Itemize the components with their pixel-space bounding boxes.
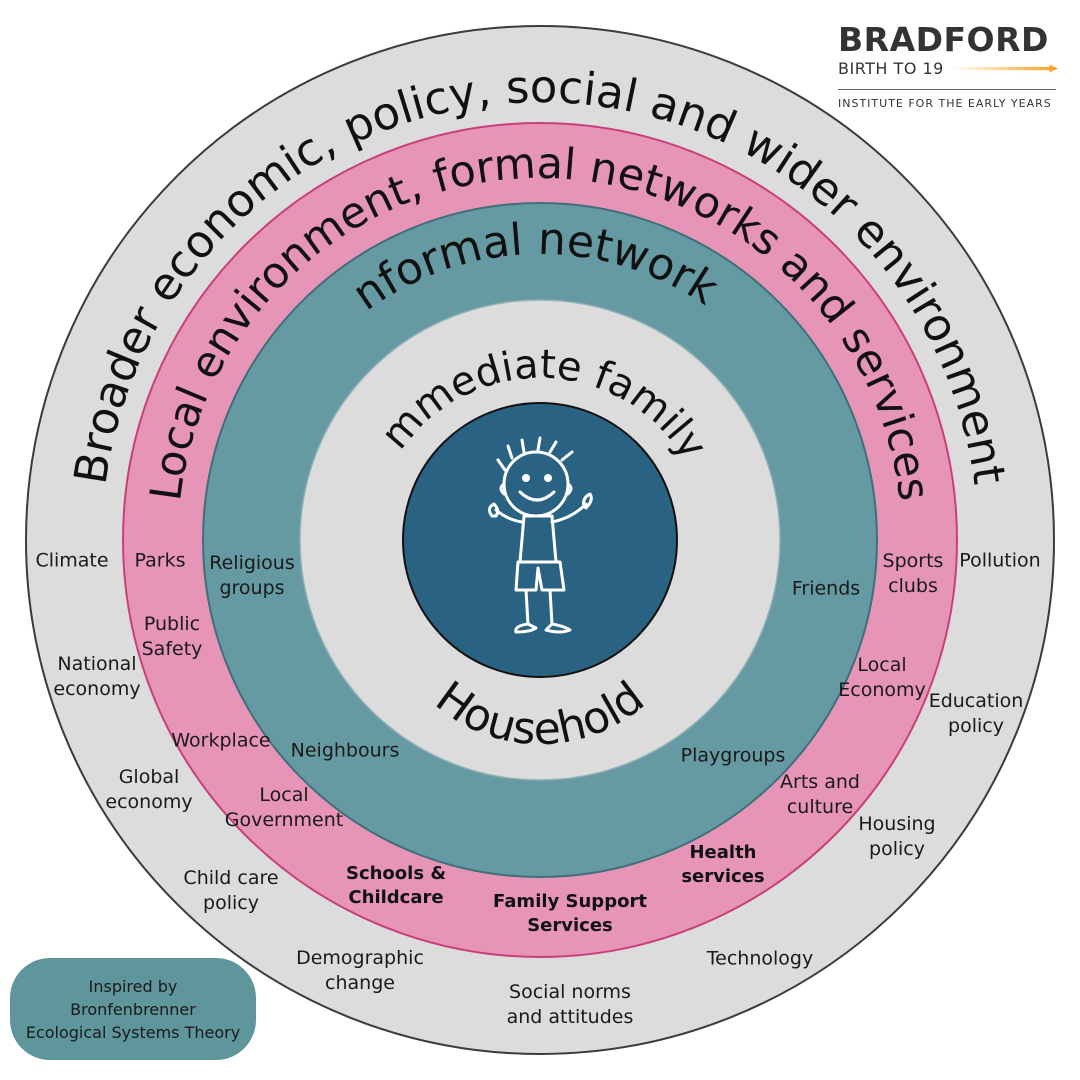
logo-divider	[838, 89, 1056, 90]
label-local-economy: Local Economy	[832, 653, 932, 703]
logo-institute: INSTITUTE FOR THE EARLY YEARS	[838, 97, 1058, 110]
inspired-by-badge: Inspired by Bronfenbrenner Ecological Sy…	[10, 958, 256, 1060]
label-education-policy: Education policy	[921, 689, 1031, 739]
label-local-government: Local Government	[219, 783, 349, 833]
label-family-support-services: Family Support Services	[485, 890, 655, 938]
label-parks: Parks	[135, 549, 186, 574]
label-social-norms: Social norms and attitudes	[500, 980, 640, 1030]
inspired-line-1: Inspired by	[89, 975, 178, 998]
label-sports-clubs: Sports clubs	[873, 549, 953, 599]
label-schools-childcare: Schools & Childcare	[341, 862, 451, 910]
inspired-line-3: Ecological Systems Theory	[26, 1021, 240, 1044]
label-pollution: Pollution	[959, 549, 1040, 574]
label-playgroups: Playgroups	[681, 744, 786, 769]
inspired-line-2: Bronfenbrenner	[70, 998, 196, 1021]
label-health-services: Health services	[678, 841, 768, 889]
label-national-economy: National economy	[47, 652, 147, 702]
label-arts-and-culture: Arts and culture	[770, 770, 870, 820]
label-global-economy: Global economy	[99, 765, 199, 815]
label-friends: Friends	[792, 577, 860, 602]
label-neighbours: Neighbours	[291, 739, 400, 764]
logo-title: BRADFORD	[838, 22, 1058, 58]
bradford-logo: BRADFORD BIRTH TO 19 INSTITUTE FOR THE E…	[838, 22, 1058, 110]
label-climate: Climate	[35, 549, 108, 574]
label-child-care-policy: Child care policy	[176, 866, 286, 916]
logo-subtitle-row: BIRTH TO 19	[838, 59, 1058, 78]
logo-subtitle: BIRTH TO 19	[838, 59, 944, 78]
label-technology: Technology	[707, 947, 813, 972]
arrow-icon	[952, 65, 1058, 73]
label-workplace: Workplace	[171, 729, 270, 754]
label-demographic-change: Demographic change	[290, 946, 430, 996]
label-religious-groups: Religious groups	[197, 551, 307, 601]
